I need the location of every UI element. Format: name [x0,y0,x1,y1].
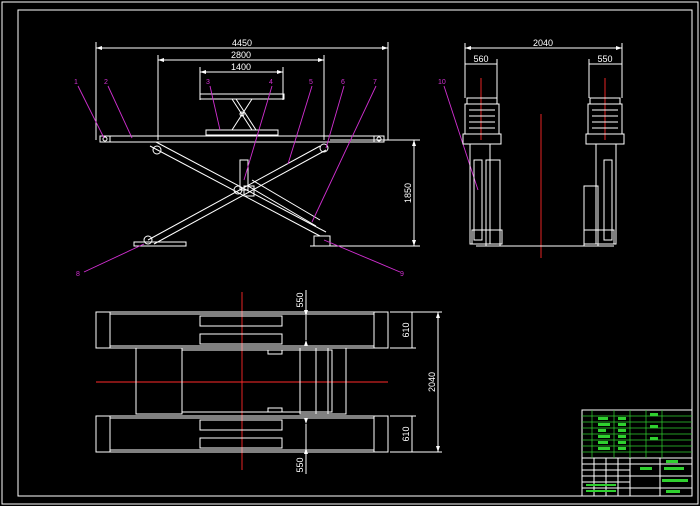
plan-view: 550 610 2040 610 550 [95,290,442,474]
plan-middle-frame [135,347,347,415]
leader-9: 9 [400,271,404,278]
dim-plan-overall: 2040 [427,372,437,392]
plan-bottom-runway [95,415,389,453]
dim-front-overall: 4450 [232,38,252,48]
dim-plan-bottom-gap: 550 [295,457,305,472]
title-block [581,409,693,497]
leaders: 1 2 3 4 5 6 7 8 9 10 [74,79,479,278]
plan-dim-bottom-gap: 550 [295,418,308,474]
side-right-column [583,97,625,247]
plan-dim-top-platform: 610 [390,311,416,349]
dim-plan-top-platform: 610 [401,322,411,337]
parts-list [582,410,692,459]
dim-front-middle: 2800 [231,50,251,60]
leader-2: 2 [104,79,108,86]
plan-dim-bottom-platform: 610 [390,415,416,452]
side-dim-550: 550 [588,54,622,98]
plan-top-runway [95,311,389,349]
dim-side-left: 560 [473,54,488,64]
front-base-right [313,235,331,247]
leader-4: 4 [269,79,273,86]
leader-8: 8 [76,271,80,278]
front-base-left [133,241,187,247]
plan-dim-overall: 2040 [390,311,442,453]
lift-platform-top [199,93,285,100]
leader-5: 5 [309,79,313,86]
dim-plan-top-gap: 550 [295,292,305,307]
front-dim-2800: 2800 [157,50,325,140]
leader-6: 6 [341,79,345,86]
main-runway [99,135,385,143]
title-grid [582,458,692,496]
side-dim-2040: 2040 [464,38,623,98]
inner-border [17,9,693,497]
scissor-arms [143,141,329,245]
side-dim-560: 560 [465,54,498,98]
dim-front-inner: 1400 [231,62,251,72]
leader-10: 10 [438,79,446,86]
side-view: 2040 560 550 [462,38,625,258]
dim-plan-bottom-platform: 610 [401,426,411,441]
dim-side-overall: 2040 [533,38,553,48]
dim-side-right: 550 [597,54,612,64]
leader-3: 3 [206,79,210,86]
plan-dim-top-gap: 550 [295,290,308,346]
dim-front-height: 1850 [403,183,413,203]
leader-1: 1 [74,79,78,86]
leader-7: 7 [373,79,377,86]
front-view: 4450 2800 1400 1850 [95,38,420,247]
front-dim-4450: 4450 [95,38,389,140]
side-left-column [462,97,503,247]
